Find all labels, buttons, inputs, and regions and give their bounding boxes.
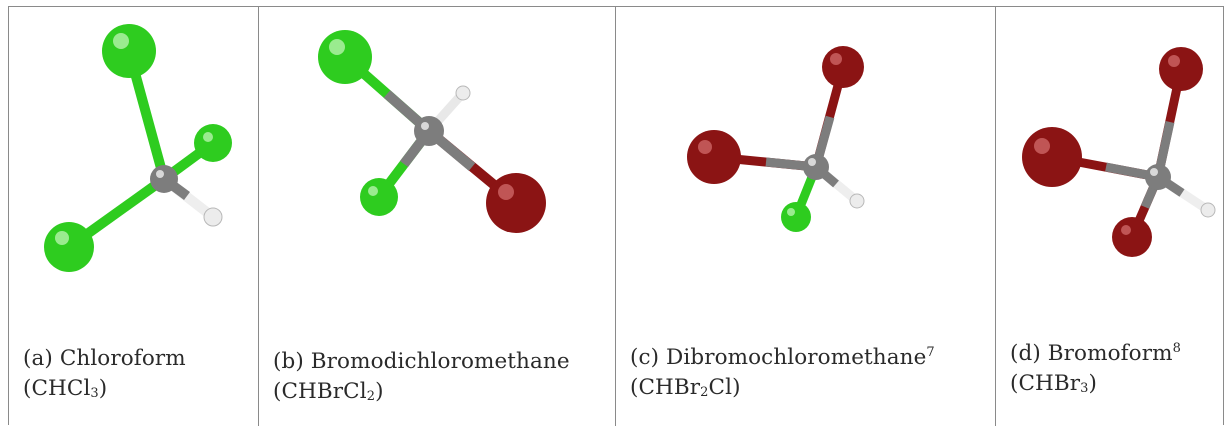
- compound-formula: (CHBr3): [1010, 371, 1098, 396]
- carbon-atom: [150, 165, 178, 193]
- chloroform-molecule-model: [44, 24, 232, 272]
- dibromochloromethane-molecule-model: [687, 46, 865, 232]
- bromine-atom: [1022, 127, 1082, 187]
- panel-bromodichloromethane: (b) Bromodichloromethane (CHBrCl2): [258, 7, 615, 426]
- caption-b: (b) Bromodichloromethane (CHBrCl2): [273, 347, 570, 412]
- compound-formula: (CHCl3): [23, 376, 108, 401]
- panel-chloroform: (a) Chloroform (CHCl3): [9, 7, 258, 426]
- compound-formula: (CHBr2Cl): [630, 375, 741, 400]
- panel-bromoform: (d) Bromoform8 (CHBr3): [995, 7, 1225, 426]
- chlorine-atom: [194, 124, 232, 162]
- compound-name: (a) Chloroform: [23, 346, 186, 371]
- hydrogen-atom: [849, 193, 865, 209]
- caption-c: (c) Dibromochloromethane7 (CHBr2Cl): [630, 338, 935, 408]
- chlorine-atom: [318, 30, 372, 84]
- molecule-figure-table: (a) Chloroform (CHCl3) (b) Bromodichloro…: [8, 6, 1225, 426]
- bromine-atom: [486, 173, 546, 233]
- panel-dibromochloromethane: (c) Dibromochloromethane7 (CHBr2Cl): [615, 7, 995, 426]
- caption-a: (a) Chloroform (CHCl3): [23, 344, 186, 409]
- bromoform-molecule-model: [1022, 47, 1216, 257]
- hydrogen-atom: [203, 207, 223, 227]
- bromodichloromethane-molecule-model: [318, 30, 546, 233]
- chlorine-atom: [360, 178, 398, 216]
- hydrogen-atom: [455, 85, 471, 101]
- bromine-atom: [687, 130, 741, 184]
- bromine-atom: [1159, 47, 1203, 91]
- carbon-atom: [803, 154, 829, 180]
- caption-d: (d) Bromoform8 (CHBr3): [1010, 334, 1181, 404]
- compound-name: (c) Dibromochloromethane7: [630, 345, 935, 370]
- compound-formula: (CHBrCl2): [273, 379, 384, 404]
- carbon-atom: [1145, 164, 1171, 190]
- bromine-atom: [822, 46, 864, 88]
- chlorine-atom: [781, 202, 811, 232]
- compound-name: (d) Bromoform8: [1010, 341, 1181, 366]
- bromine-atom: [1112, 217, 1152, 257]
- hydrogen-atom: [1200, 202, 1216, 218]
- compound-name: (b) Bromodichloromethane: [273, 349, 570, 374]
- chlorine-atom: [102, 24, 156, 78]
- chlorine-atom: [44, 222, 94, 272]
- carbon-atom: [414, 116, 444, 146]
